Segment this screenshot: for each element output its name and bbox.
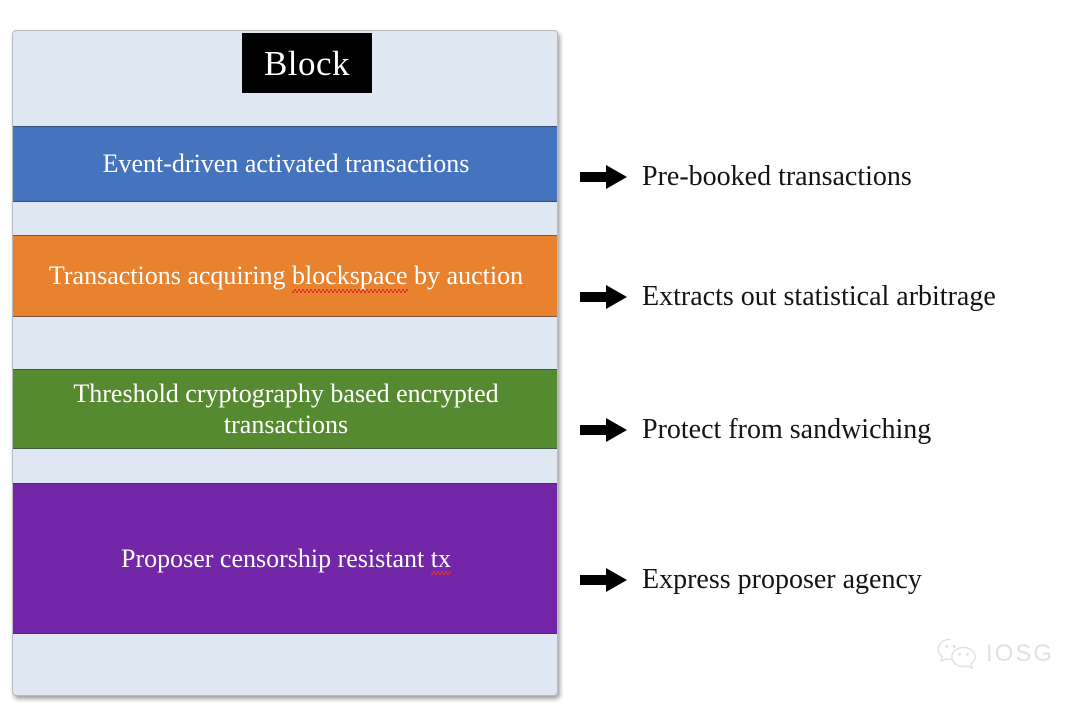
layer-band-label: Transactions acquiring blockspace by auc… xyxy=(22,260,550,293)
layer-band-threshold-encrypted: Threshold cryptography based encrypted t… xyxy=(13,369,557,449)
annotation-label: Protect from sandwiching xyxy=(642,414,932,445)
right-arrow-icon xyxy=(580,568,627,592)
right-arrow-icon xyxy=(580,418,627,442)
annotation-label: Express proposer agency xyxy=(642,564,922,595)
annotation-label: Pre-booked transactions xyxy=(642,161,912,192)
right-arrow-icon xyxy=(580,165,627,189)
annotation-pre-booked: Pre-booked transactions xyxy=(580,163,912,191)
layer-band-auction-blockspace: Transactions acquiring blockspace by auc… xyxy=(13,235,557,317)
layer-band-label-part-1: Proposer censorship resistant xyxy=(120,543,431,573)
misspelled-word-tx: tx xyxy=(430,543,452,576)
layer-band-label: Event-driven activated transactions xyxy=(102,149,470,179)
wechat-icon xyxy=(937,638,976,670)
layer-band-event-driven: Event-driven activated transactions xyxy=(13,126,557,202)
annotation-statistical-arbitrage: Extracts out statistical arbitrage xyxy=(580,283,996,311)
watermark: IOSG xyxy=(936,637,1054,671)
annotation-proposer-agency: Express proposer agency xyxy=(580,566,922,594)
layer-band-label-part-2: by auction xyxy=(407,261,524,291)
right-arrow-icon xyxy=(580,285,627,309)
block-title-chip: Block xyxy=(242,33,372,93)
misspelled-word-blockspace: blockspace xyxy=(292,261,408,293)
annotation-sandwiching: Protect from sandwiching xyxy=(580,416,931,444)
annotation-label: Extracts out statistical arbitrage xyxy=(642,281,996,312)
block-diagram-container: Block Event-driven activated transaction… xyxy=(12,30,558,696)
layer-band-label: Threshold cryptography based encrypted t… xyxy=(73,378,499,439)
layer-band-label: Proposer censorship resistant tx xyxy=(22,543,550,576)
watermark-label: IOSG xyxy=(986,640,1055,667)
layer-band-proposer-censorship: Proposer censorship resistant tx xyxy=(13,483,557,634)
layer-band-label-part-1: Transactions acquiring xyxy=(48,261,293,291)
